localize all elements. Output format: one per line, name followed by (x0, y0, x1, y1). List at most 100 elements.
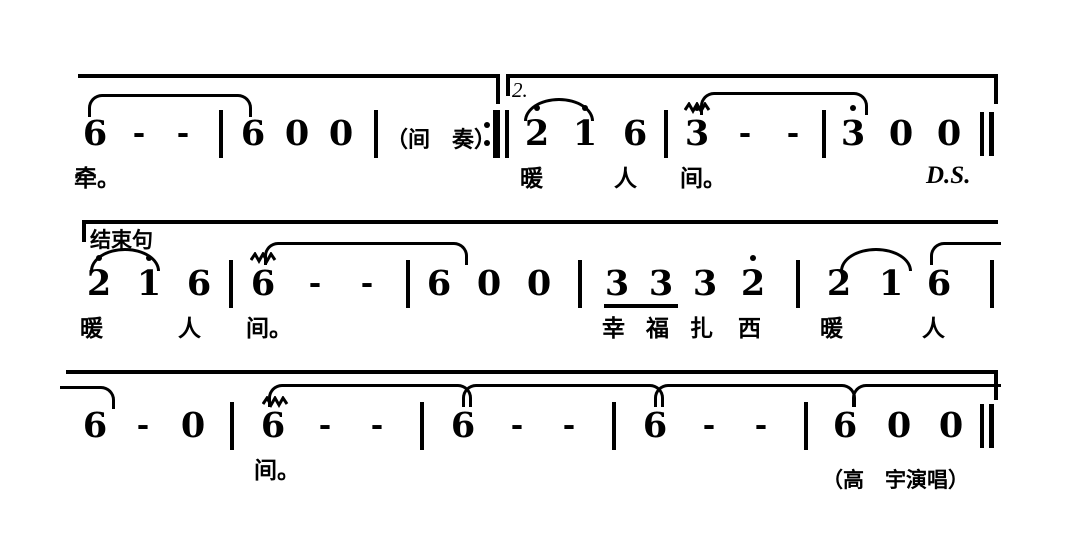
note: 0 (476, 263, 502, 304)
note: 0 (180, 405, 206, 446)
slur-3 (700, 92, 868, 115)
note: 6 (82, 113, 108, 154)
barline (990, 260, 994, 308)
lyric: 间。 (246, 315, 292, 342)
barline (822, 110, 826, 158)
note: 6 (926, 263, 952, 304)
note: - (738, 116, 752, 151)
slur-1 (88, 94, 252, 117)
barline (230, 402, 234, 450)
barline (420, 402, 424, 450)
note: - (132, 116, 146, 151)
repeat-barline (484, 110, 513, 158)
note: 6 (240, 113, 266, 154)
note: 3 (692, 263, 718, 304)
note: 1 (570, 105, 600, 152)
note: 2 (738, 255, 768, 302)
lyric: 西 (738, 315, 761, 342)
note: 0 (526, 263, 552, 304)
note: 6 (642, 405, 668, 446)
final-double-barline (980, 404, 994, 448)
lyric: 间。 (254, 457, 300, 484)
note: 0 (888, 113, 914, 154)
note: - (360, 266, 374, 301)
slur-4-open (930, 242, 1001, 265)
note: 6 (426, 263, 452, 304)
singer-credit: （高 宇演唱） (822, 468, 969, 492)
barline (612, 402, 616, 450)
note: - (308, 266, 322, 301)
lyric: 暖 (820, 315, 843, 342)
note: 2 (826, 263, 852, 304)
barline (804, 402, 808, 450)
ds-label: D.S. (926, 162, 971, 189)
note: - (562, 408, 576, 443)
barline (796, 260, 800, 308)
note: 6 (622, 113, 648, 154)
lyric: 幸 (602, 315, 625, 342)
note: 0 (938, 405, 964, 446)
note: - (510, 408, 524, 443)
note: 0 (328, 113, 354, 154)
note: 3 (682, 105, 712, 152)
note: - (786, 116, 800, 151)
lyric: 福 (646, 315, 669, 342)
note: 2 (522, 105, 552, 152)
slur-1 (268, 384, 472, 407)
music-system-1: 2. 6 - - 6 0 0 （间 奏） 2 1 6 (0, 60, 1080, 210)
note: - (702, 408, 716, 443)
note: - (370, 408, 384, 443)
barline (229, 260, 233, 308)
volta2-bracket (506, 74, 998, 104)
note: 6 (260, 405, 286, 446)
lyric: 牵。 (74, 165, 120, 192)
ending-phrase-bracket (82, 220, 998, 242)
lyric: 暖 (80, 315, 103, 342)
note: 0 (886, 405, 912, 446)
note: 3 (838, 105, 868, 152)
note: - (754, 408, 768, 443)
barline (578, 260, 582, 308)
lyric: 间。 (680, 165, 726, 192)
note: - (318, 408, 332, 443)
slur-4 (852, 384, 1001, 407)
note: 3 (648, 263, 674, 304)
lyric: 人 (178, 315, 201, 342)
music-system-2: 结束句 2 1 6 6 - - 6 0 0 3 3 3 (0, 212, 1080, 362)
volta1-end-tick (496, 74, 500, 104)
note: 1 (878, 263, 904, 304)
note: 3 (604, 263, 630, 304)
volta2-label: 2. (512, 78, 528, 102)
interlude-label: （间 奏） (386, 127, 497, 153)
barline (406, 260, 410, 308)
note: 2 (84, 255, 114, 302)
double-barline (980, 112, 994, 156)
trill-icon-1 (684, 102, 711, 114)
trill-icon-1 (262, 396, 289, 408)
slur-3 (654, 384, 856, 407)
note-row-3: 6 - 0 6 - - 6 - - 6 - - 6 0 0 (0, 402, 1080, 468)
slur-tail (60, 386, 115, 409)
slur-2 (264, 242, 468, 265)
note: 6 (832, 405, 858, 446)
note: 0 (284, 113, 310, 154)
note: - (136, 408, 150, 443)
eighth-beam (604, 304, 678, 308)
note: - (176, 116, 190, 151)
music-system-3: 6 - 0 6 - - 6 - - 6 - - 6 0 0 间。 （高 宇演唱） (0, 362, 1080, 522)
note-row-2: 2 1 6 6 - - 6 0 0 3 3 3 2 2 1 6 (0, 255, 1080, 326)
note: 1 (134, 255, 164, 302)
note: 6 (450, 405, 476, 446)
lyric: 人 (922, 315, 945, 342)
barline (664, 110, 668, 158)
note: 6 (250, 263, 276, 304)
barline (374, 110, 378, 158)
note: 6 (186, 263, 212, 304)
barline (219, 110, 223, 158)
note: 6 (82, 405, 108, 446)
lyric: 暖 (520, 165, 543, 192)
note-row-1: 6 - - 6 0 0 （间 奏） 2 1 6 3 - - 3 0 0 (0, 105, 1080, 176)
trill-icon-1 (250, 252, 277, 264)
lyric: 扎 (690, 315, 713, 342)
